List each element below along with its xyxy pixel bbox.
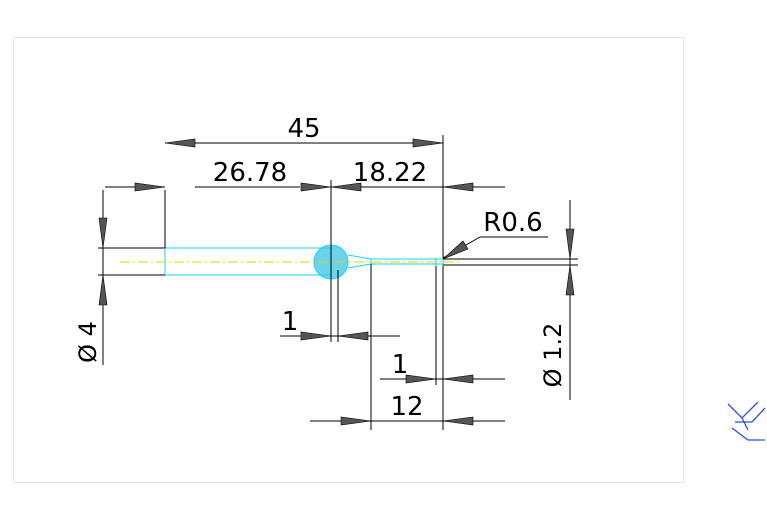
dim-tip-length-text: 12: [390, 392, 423, 422]
dim-ball-gap[interactable]: 1: [280, 270, 400, 342]
dim-radius[interactable]: R0.6: [442, 208, 548, 260]
ucs-icon: [727, 401, 766, 441]
dim-left-length[interactable]: 26.78: [105, 158, 332, 342]
taper-outline: [347, 254, 372, 269]
dim-ball-gap-text: 1: [282, 307, 299, 337]
dim-shank-diameter[interactable]: Ø 4: [74, 190, 165, 365]
dim-overall-length-text: 45: [287, 114, 320, 144]
dim-right-length-text: 18.22: [353, 158, 427, 188]
dim-tip-diameter[interactable]: Ø 1.2: [443, 200, 578, 400]
dim-left-length-text: 26.78: [213, 158, 287, 188]
dim-shank-diameter-text: Ø 4: [74, 321, 102, 363]
dim-right-length[interactable]: 18.22: [330, 158, 505, 192]
dim-tip-diameter-text: Ø 1.2: [539, 323, 567, 388]
dim-tip-gap-text: 1: [392, 350, 409, 380]
part-geometry: [120, 244, 460, 280]
dim-overall-length[interactable]: 45: [164, 114, 444, 258]
drawing-sheet: [13, 37, 684, 483]
dim-radius-text: R0.6: [483, 208, 542, 238]
dim-tip-gap[interactable]: 1: [370, 264, 505, 430]
dim-tip-length[interactable]: 12: [310, 266, 505, 430]
